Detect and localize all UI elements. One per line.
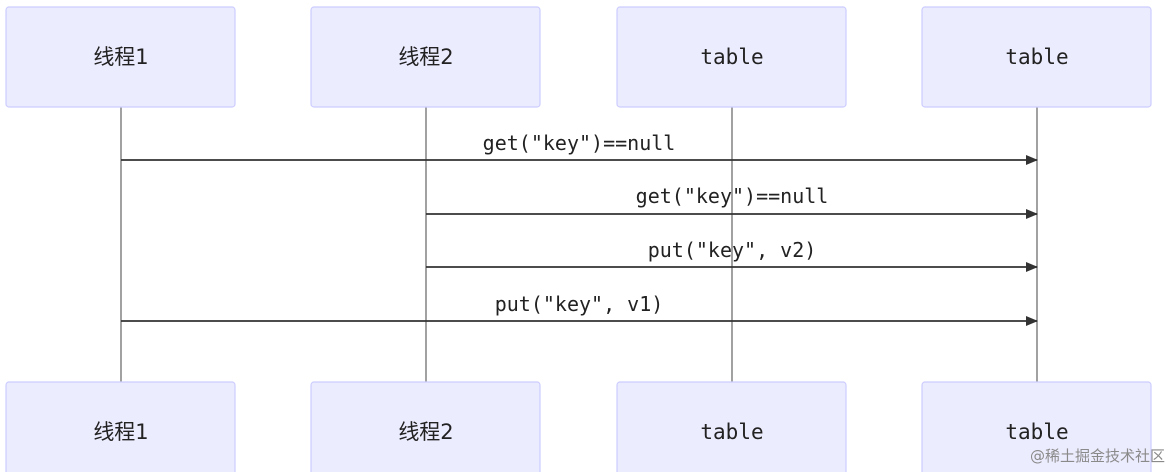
participant-label: 线程2: [398, 420, 453, 444]
participant-top-table-2: table: [921, 6, 1152, 108]
top-participants: 线程1 线程2 table table: [5, 6, 1152, 108]
message-1: get("key")==null: [121, 131, 1038, 165]
participant-label: 线程1: [93, 45, 148, 69]
bottom-participants: 线程1 线程2 table table: [5, 381, 1152, 472]
message-label: put("key", v2): [648, 238, 817, 262]
message-label: put("key", v1): [495, 292, 664, 316]
lifelines: [120, 107, 1038, 382]
participant-bottom-table-2: table: [921, 381, 1152, 472]
participant-label: table: [1005, 45, 1068, 69]
participant-top-thread-1: 线程1: [5, 6, 236, 108]
messages: get("key")==null get("key")==null put("k…: [121, 131, 1038, 326]
message-3: put("key", v2): [426, 238, 1038, 272]
participant-bottom-thread-1: 线程1: [5, 381, 236, 472]
message-2: get("key")==null: [426, 184, 1038, 219]
participant-label: 线程1: [93, 420, 148, 444]
participant-label: 线程2: [398, 45, 453, 69]
message-label: get("key")==null: [636, 184, 829, 208]
participant-bottom-thread-2: 线程2: [310, 381, 541, 472]
participant-label: table: [1005, 420, 1068, 444]
message-label: get("key")==null: [483, 131, 676, 155]
participant-bottom-table-1: table: [616, 381, 847, 472]
watermark: @稀土掘金技术社区: [1030, 447, 1165, 465]
participant-label: table: [700, 45, 763, 69]
participant-top-table-1: table: [616, 6, 847, 108]
participant-top-thread-2: 线程2: [310, 6, 541, 108]
participant-label: table: [700, 420, 763, 444]
message-4: put("key", v1): [121, 292, 1038, 326]
